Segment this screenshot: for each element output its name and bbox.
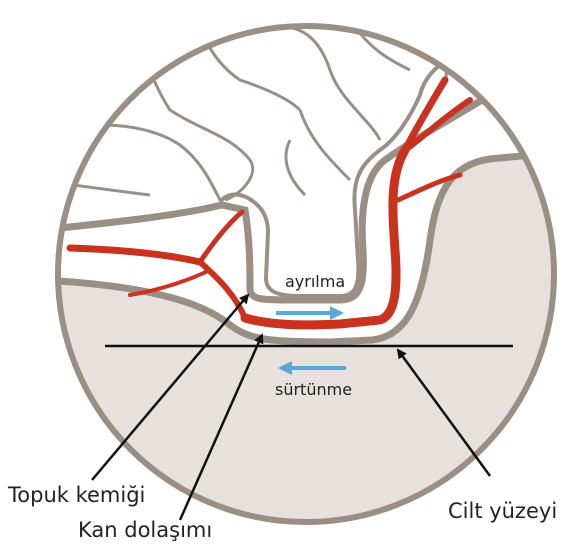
skin-surface-label: Cilt yüzeyi <box>448 499 557 523</box>
circulation-label: Kan dolaşımı <box>78 518 212 542</box>
heel-bone-label: Topuk kemiği <box>7 483 145 507</box>
friction-label: sürtünme <box>275 380 352 399</box>
separation-label: ayrılma <box>285 272 345 291</box>
